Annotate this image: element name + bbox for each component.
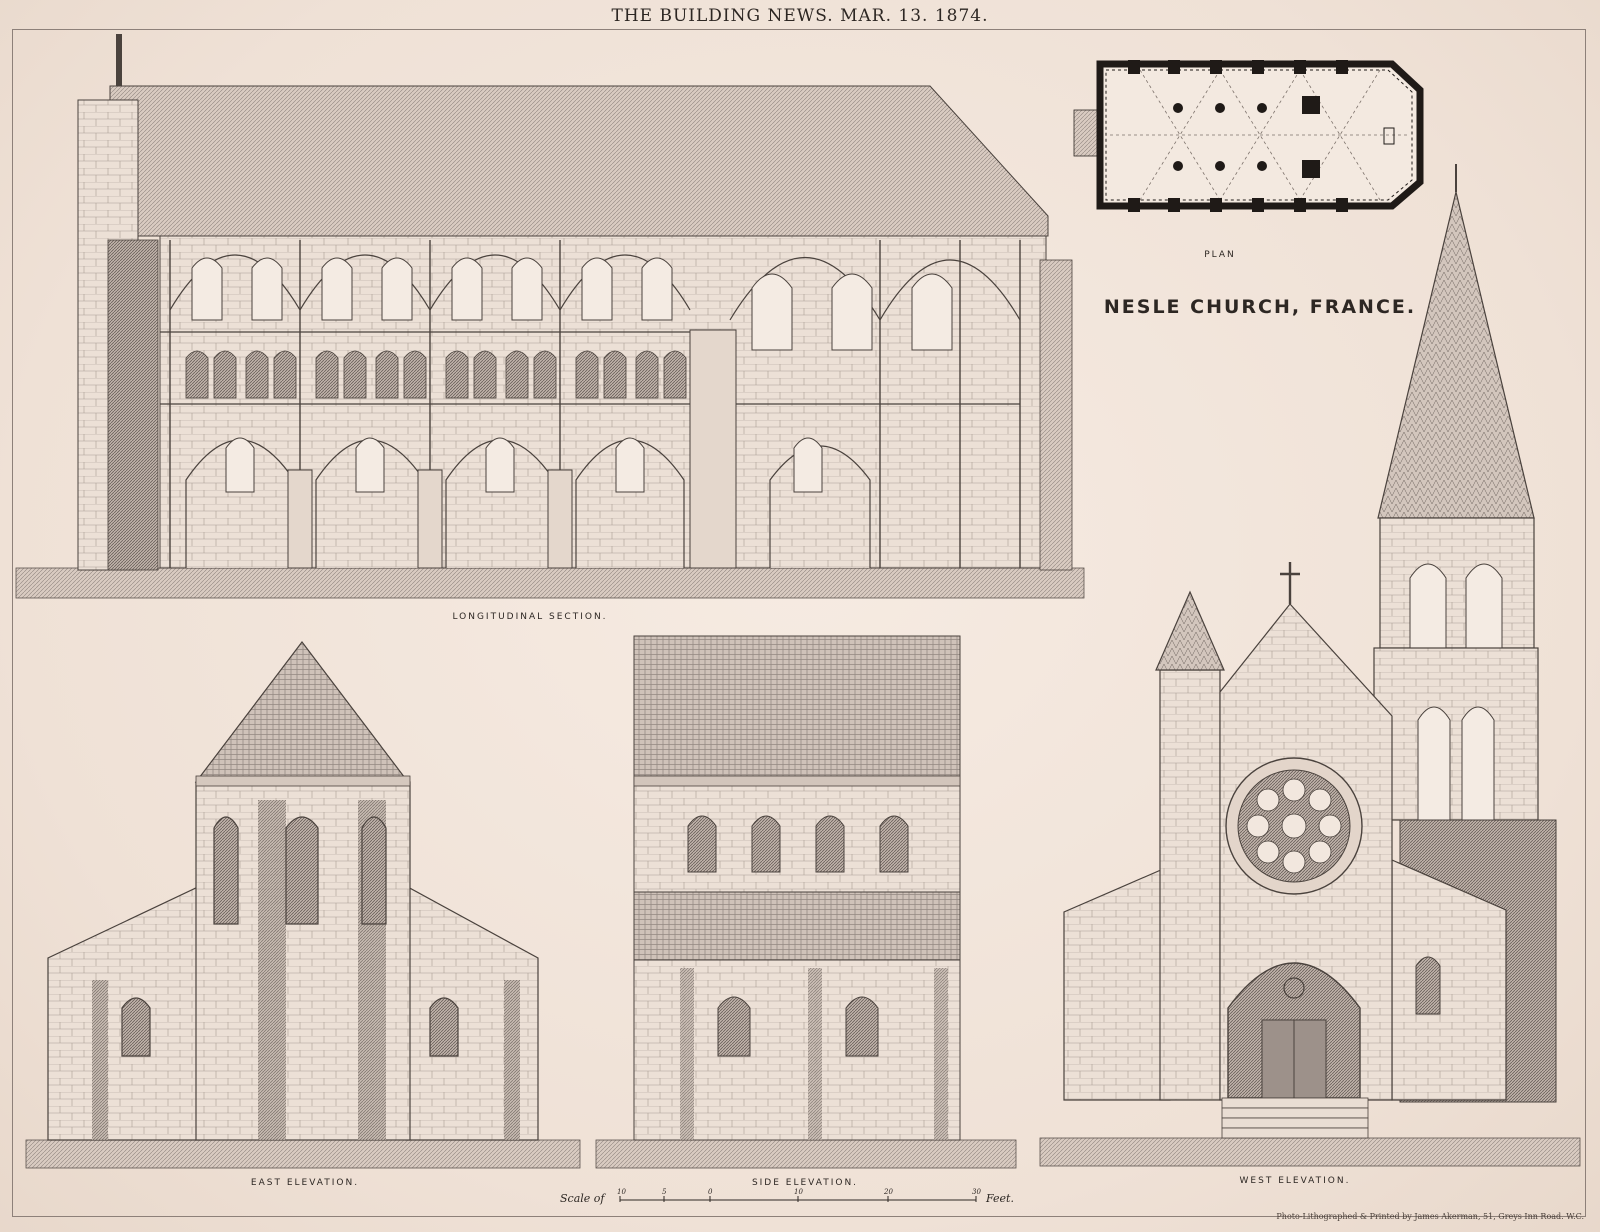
sheet-border [12,29,1586,1217]
scale-tick: 20 [884,1188,893,1196]
scale-tick: 30 [972,1188,981,1196]
side-elevation-drawing [595,635,1017,1169]
west-elevation-drawing [1039,164,1581,1167]
scale-unit: Feet. [986,1192,1014,1205]
caption-side-elevation: SIDE ELEVATION. [751,1178,859,1188]
scale-tick: 0 [708,1188,713,1196]
scale-tick: 10 [794,1188,803,1196]
scale-tick: 5 [662,1188,667,1196]
east-elevation-drawing [25,641,581,1169]
printer-imprint: Photo-Lithographed & Printed by James Ak… [1276,1212,1584,1221]
caption-plan: PLAN [1204,250,1236,260]
scale-prefix: Scale of [560,1192,605,1205]
longitudinal-section-drawing [15,34,1085,599]
scale-bar [619,1196,977,1202]
scale-tick: 10 [617,1188,626,1196]
plan-drawing [1073,60,1424,212]
caption-longitudinal-section: LONGITUDINAL SECTION. [452,612,608,622]
publication-header: THE BUILDING NEWS. MAR. 13. 1874. [611,6,989,26]
caption-east-elevation: EAST ELEVATION. [250,1178,360,1188]
drawing-title: NESLE CHURCH, FRANCE. [1103,296,1417,318]
caption-west-elevation: WEST ELEVATION. [1239,1176,1351,1186]
